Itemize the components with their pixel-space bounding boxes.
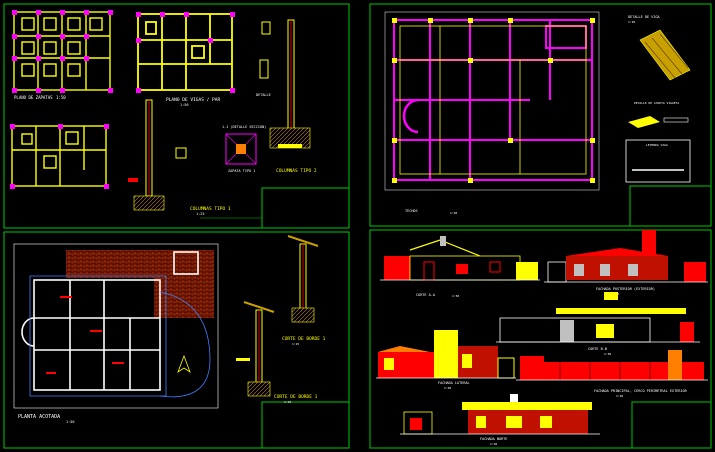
label-fachada-posterior: FACHADA POSTERIOR (EXTERIOR) [596,287,655,291]
title-block [629,185,712,227]
label-corte-b: CORTE B-B [588,347,607,351]
sheet-floor-plan: PLANTA ACOTADA 1:50 CORTE DE BORDE 1 1:2… [3,231,350,449]
sheet-frame [369,3,712,227]
elevation-posterior: FACHADA POSTERIOR (EXTERIOR) 1:50 [544,230,708,296]
sheet-frame [369,229,712,449]
label-detalle-losa: DETALLE DE LOSETA VIGUETA [634,101,679,105]
sheet-frame [3,3,350,229]
beam-plan-columns [136,12,235,93]
label-fachada-norte-scale: 1:50 [490,442,497,446]
label-columnas-tipo2: COLUMNAS TIPO 2 [276,168,317,174]
label-fachada-lateral-scale: 1:50 [444,386,451,390]
sheet-structural-foundations: PLANO DE ZAPATAS 1:50 PLANO DE VIGAS / P… [3,3,350,229]
legend-box [625,139,691,183]
slab-detail [628,116,689,128]
sheet-roof-plan: DETALLE DE VIGA 1:20 DETALLE DE LOSETA V… [369,3,712,227]
label-zapata-tipo1: ZAPATA TIPO 1 [228,169,255,173]
label-detalle: DETALLE [256,93,271,97]
label-corte1: CORTE DE BORDE 1 [282,336,326,342]
foundation-plan [13,11,111,91]
roof-plan-columns [10,124,109,189]
label-leyenda: LEYENDA VIGA [646,143,668,147]
label-corte1-scale: 1:25 [292,342,299,346]
label-plan-vigas: PLANO DE VIGAS / PAR [166,97,220,103]
title-block [631,401,712,449]
label-techos: TECHOS [405,209,418,213]
foundation-columns [12,10,113,93]
elevation-norte: FACHADA NORTE 1:50 [400,394,600,446]
sheet-frame [3,231,350,449]
label-detalle-viga: DETALLE DE VIGA [628,15,661,19]
label-corte-b-scale: 1:50 [604,352,611,356]
floor-plan-structure [29,275,211,398]
label-fachada-principal: FACHADA PRINCIPAL, CERCO PERIMETRAL EXTE… [594,389,688,393]
roof-plan-small [11,125,107,187]
wall-section-1: CORTE DE BORDE 1 1:25 [282,235,326,346]
roof-plan-beams [399,25,587,175]
wall-section-2: CORTE DE BORDE 1 1:25 [236,301,318,404]
label-plan-vigas-scale: 1:50 [180,103,188,107]
label-corte-a-scale: 1:50 [452,294,459,298]
label-columnas-tipo1-scale: 1:25 [196,212,204,216]
sheet-elevations: CORTE A-A 1:50 FACHADA POSTERIOR (EXTERI… [369,229,712,449]
label-detalle-viga-scale: 1:20 [628,20,635,24]
beam-detail-isometric [639,29,691,81]
zapata-detail: 1-1 (DETALLE SECCION) ZAPATA TIPO 1 [222,125,266,173]
label-fachada-norte: FACHADA NORTE [480,437,507,441]
roof-plan-main [393,19,593,181]
north-arrow [177,354,191,374]
label-plan-zapatas-scale: 1:50 [56,95,66,100]
elevation-corte-a: CORTE A-A 1:50 [380,236,540,298]
floor-plan-walls [21,251,199,391]
column-detail-tipo2: DETALLE COLUMNAS TIPO 2 [256,19,317,174]
title-block [261,401,350,449]
elevation-corte-b: CORTE B-B 1:50 [496,292,700,356]
column-detail-tipo1: COLUMNAS TIPO 1 1:25 [128,99,231,216]
label-seccion: 1-1 (DETALLE SECCION) [222,125,266,129]
label-corte2: CORTE DE BORDE 1 [274,394,318,400]
label-columnas-tipo1: COLUMNAS TIPO 1 [190,206,231,212]
label-techos-scale: 1:50 [450,211,457,215]
label-fachada-lateral: FACHADA LATERAL [438,381,470,385]
beam-plan [137,13,233,91]
roof-plan-nodes [392,18,595,183]
label-corte2-scale: 1:25 [284,400,291,404]
label-plan-zapatas: PLANO DE ZAPATAS [14,95,53,100]
label-planta-scale: 1:50 [66,420,74,424]
title-block [261,187,350,229]
label-planta: PLANTA ACOTADA [18,414,60,420]
elevation-principal: FACHADA PRINCIPAL, CERCO PERIMETRAL EXTE… [516,350,708,398]
label-corte-a: CORTE A-A [416,293,436,297]
floor-plan-dimensions [46,296,124,374]
elevation-lateral: FACHADA LATERAL 1:50 [376,330,516,390]
label-fachada-principal-scale: 1:50 [616,394,623,398]
